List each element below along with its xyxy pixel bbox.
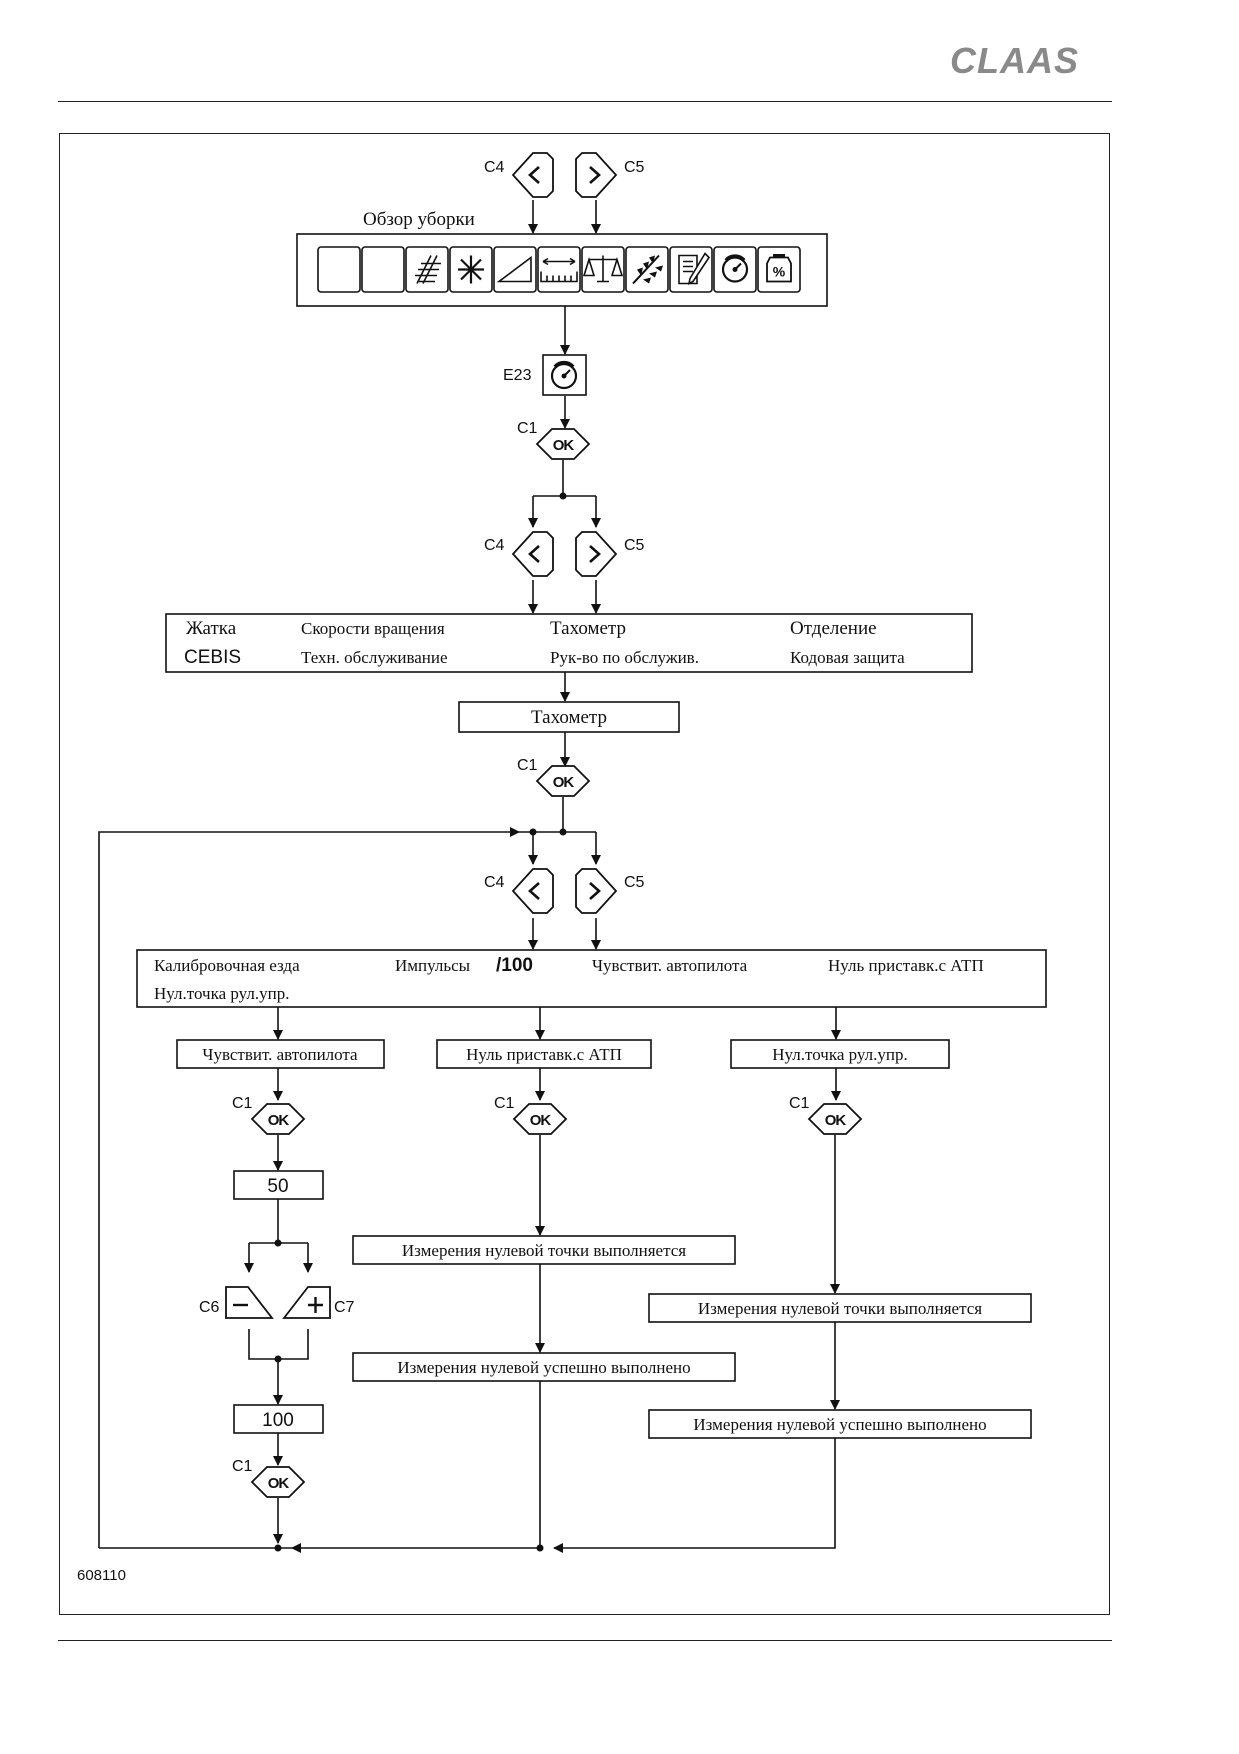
ok-key-left-2-label: OK (268, 1475, 290, 1492)
c6-minus-key[interactable] (225, 1286, 274, 1319)
right-step1-box (648, 1293, 1032, 1323)
tacho-item-autopilot[interactable]: Чувствит. автопилота (592, 956, 748, 975)
right-step2-box (648, 1409, 1032, 1439)
c1-label: C1 (232, 1458, 253, 1475)
c5-label: C5 (624, 874, 645, 891)
junction-dot (559, 828, 567, 836)
overview-cell-grain-icon[interactable] (625, 246, 669, 293)
e23-label: E23 (503, 367, 532, 384)
steering-zero-box (730, 1039, 950, 1069)
c4-left-key[interactable] (511, 530, 555, 578)
right-step1-label: Измерения нулевой точки выполняется (698, 1299, 982, 1318)
menu-item-maintenance[interactable]: Техн. обслуживание (301, 648, 448, 667)
selected-menu-label: Тахометр (531, 707, 607, 728)
loop-back-line (98, 827, 520, 1548)
overview-cell-cutting-width-icon[interactable] (537, 246, 581, 293)
menu-item-tachometer[interactable]: Тахометр (550, 618, 626, 639)
menu-item-header[interactable]: Жатка (186, 618, 237, 639)
harvest-overview-title: Обзор уборки (363, 209, 475, 230)
percent-icon: % (766, 254, 792, 283)
autopilot-sensitivity-box (176, 1039, 385, 1069)
c1-label: C1 (517, 420, 538, 437)
value-after: 100 (262, 1410, 294, 1431)
overview-cell-slope-icon[interactable] (493, 246, 537, 293)
ok-key-2-label: OK (553, 774, 575, 791)
tacho-item-atp-zero[interactable]: Нуль приставк.с АТП (828, 956, 984, 975)
value-before: 50 (267, 1176, 288, 1197)
c7-plus-key[interactable] (282, 1286, 331, 1319)
c4-left-key[interactable] (511, 151, 555, 199)
menu-item-cebis[interactable]: CEBIS (184, 647, 241, 668)
middle-step2-box (352, 1352, 736, 1382)
diagram-frame (59, 133, 1110, 1615)
c1-label: C1 (517, 757, 538, 774)
reel-icon (458, 255, 484, 284)
grain-icon (632, 254, 663, 285)
steering-zero-label: Нул.точка рул.упр. (772, 1045, 908, 1064)
c7-label: C7 (334, 1299, 355, 1316)
c4-label: C4 (484, 874, 505, 891)
svg-text:%: % (773, 264, 786, 280)
overview-cell-header-icon[interactable] (405, 246, 449, 293)
atp-zero-box (436, 1039, 652, 1069)
ok-key-left-label: OK (268, 1112, 290, 1129)
tacho-item-impulses[interactable]: Импульсы (395, 956, 471, 975)
middle-step1-label: Измерения нулевой точки выполняется (402, 1241, 686, 1260)
c4-label: C4 (484, 159, 505, 176)
right-step2-label: Измерения нулевой успешно выполнено (693, 1415, 986, 1434)
c1-label: C1 (232, 1095, 253, 1112)
c5-label: C5 (624, 537, 645, 554)
tacho-item-steering-zero[interactable]: Нул.точка рул.упр. (154, 984, 290, 1003)
c5-label: C5 (624, 159, 645, 176)
atp-zero-label: Нуль приставк.с АТП (466, 1045, 622, 1064)
tachometer-icon (721, 254, 749, 283)
c1-label: C1 (789, 1095, 810, 1112)
overview-cell-scales-icon[interactable] (581, 246, 625, 293)
cutting-width-icon (540, 257, 578, 283)
ok-key-right-label: OK (825, 1112, 847, 1129)
slope-icon (496, 255, 532, 283)
junction-dot (536, 1544, 544, 1552)
harvest-overview-icons: % (317, 246, 801, 293)
menu-item-speeds[interactable]: Скорости вращения (301, 619, 445, 638)
notepad-icon (678, 252, 711, 285)
selected-menu-box (458, 701, 680, 733)
tacho-item-calibration[interactable]: Калибровочная езда (154, 956, 300, 975)
middle-step1-box (352, 1235, 736, 1265)
overview-cell-percent-icon[interactable]: % (757, 246, 801, 293)
junction-dot (274, 1544, 282, 1552)
tacho-menu-panel (136, 949, 1047, 1008)
tachometer-icon (550, 360, 578, 390)
overview-cell-reel-icon[interactable] (449, 246, 493, 293)
ok-key-middle-label: OK (530, 1112, 552, 1129)
plus-icon (308, 1297, 323, 1313)
header-icon (415, 255, 441, 284)
scales-icon (582, 255, 624, 283)
menu-item-separation[interactable]: Отделение (790, 618, 877, 639)
middle-step2-label: Измерения нулевой успешно выполнено (397, 1358, 690, 1377)
tacho-item-impulses-unit: /100 (496, 955, 533, 976)
c4-label: C4 (484, 537, 505, 554)
overview-cell-notepad-icon[interactable] (669, 246, 713, 293)
c4-left-key[interactable] (511, 867, 555, 915)
c1-label: C1 (494, 1095, 515, 1112)
figure-number: 608110 (77, 1567, 126, 1584)
c5-right-key[interactable] (574, 151, 618, 199)
autopilot-sensitivity-label: Чувствит. автопилота (202, 1045, 358, 1064)
c5-right-key[interactable] (574, 530, 618, 578)
c5-right-key[interactable] (574, 867, 618, 915)
overview-cell-tachometer-icon[interactable] (713, 246, 757, 293)
menu-item-manual[interactable]: Рук-во по обслужив. (550, 648, 699, 667)
connector (248, 1329, 309, 1360)
return-line-right (553, 1438, 836, 1553)
c6-label: C6 (199, 1299, 220, 1316)
header-rule (58, 101, 1112, 102)
footer-rule (58, 1640, 1112, 1641)
menu-item-code-protection[interactable]: Кодовая защита (790, 648, 905, 667)
ok-key-1-label: OK (553, 437, 575, 454)
overview-cell-blank-icon[interactable] (361, 246, 405, 293)
main-menu-panel (165, 613, 973, 673)
overview-cell-blank-icon[interactable] (317, 246, 361, 293)
